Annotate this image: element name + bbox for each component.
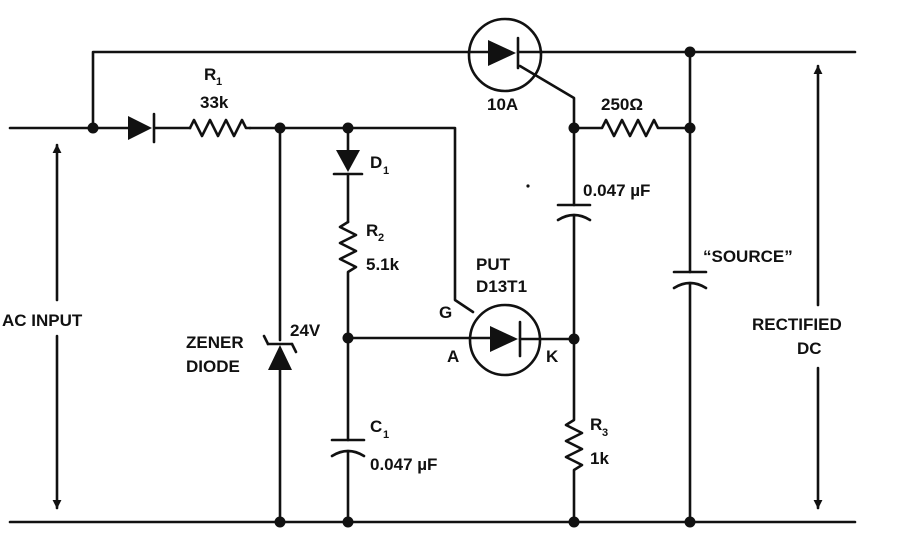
zener-label-line1: ZENER [186, 333, 244, 352]
top-rail [91, 50, 857, 130]
resistor-r2 [338, 220, 358, 340]
put-name: PUT [476, 255, 511, 274]
c1-value: 0.047 µF [370, 455, 437, 474]
zener-diode [262, 126, 298, 524]
source-capacitor [672, 50, 708, 524]
r3-name: R [590, 415, 602, 434]
rectified-label-line1: RECTIFIED [752, 315, 842, 334]
put-d13t1 [468, 303, 576, 377]
snubber-capacitor-value: 0.047 µF [583, 181, 650, 200]
rectified-label-line2: DC [797, 339, 822, 358]
gate-label: G [439, 303, 452, 322]
resistor-250-label: 250Ω [601, 95, 643, 114]
r3-subscript: 3 [602, 427, 608, 439]
r3-value: 1k [590, 449, 609, 468]
c1-name: C [370, 417, 382, 436]
r2-subscript: 2 [378, 232, 384, 244]
diode-d1 [332, 126, 364, 224]
scan-speck [526, 184, 530, 188]
scr-rating: 10A [487, 95, 518, 114]
input-rail [8, 126, 475, 314]
cathode-label: K [546, 347, 559, 366]
r1-value: 33k [200, 93, 229, 112]
zener-voltage: 24V [290, 321, 321, 340]
resistor-250-ohm [572, 118, 692, 138]
input-diode [128, 112, 156, 144]
scr-10a [466, 17, 576, 130]
resistor-r3 [564, 337, 584, 524]
ac-input-label: AC INPUT [2, 311, 83, 330]
junction-dots [87, 46, 696, 528]
anode-label: A [447, 347, 459, 366]
resistor-r1 [188, 118, 252, 138]
put-part-number: D13T1 [476, 277, 527, 296]
source-label: “SOURCE” [703, 247, 793, 266]
snubber-capacitor [556, 126, 592, 341]
r1-subscript: 1 [216, 76, 222, 88]
capacitor-c1 [330, 336, 366, 524]
r2-value: 5.1k [366, 255, 400, 274]
r3-label: R 3 1k [590, 415, 609, 468]
zener-label-line2: DIODE [186, 357, 240, 376]
r2-name: R [366, 221, 378, 240]
r1-label: R 1 33k [200, 65, 229, 112]
d1-name: D [370, 153, 382, 172]
r2-label: R 2 5.1k [366, 221, 400, 274]
r1-name: R [204, 65, 216, 84]
c1-label: C 1 0.047 µF [370, 417, 437, 474]
d1-label: D 1 [370, 153, 389, 177]
c1-subscript: 1 [383, 429, 389, 441]
d1-subscript: 1 [383, 165, 389, 177]
